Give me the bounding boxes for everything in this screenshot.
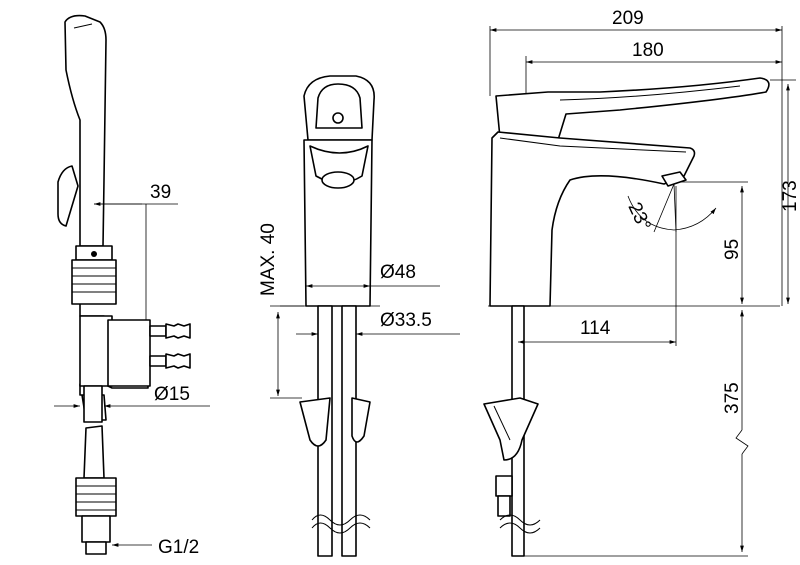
front-view: MAX. 40 Ø48 Ø33.5 <box>258 75 460 557</box>
dim-180: 180 <box>632 40 664 61</box>
side-view: 39 Ø15 G1/2 <box>54 14 210 558</box>
hose-fitting-upper <box>149 323 191 339</box>
dim-diameter-15: Ø15 <box>154 384 190 405</box>
hose-fitting-lower <box>149 353 191 369</box>
dim-thread-g1-2: G1/2 <box>158 537 199 558</box>
dim-375: 375 <box>722 382 743 414</box>
dim-173: 173 <box>780 180 800 212</box>
dim-diameter-33-5: Ø33.5 <box>380 310 432 331</box>
dim-max-40: MAX. 40 <box>258 223 279 296</box>
profile-view: 209 180 173 95 114 23° 375 <box>483 8 800 557</box>
dim-114: 114 <box>580 318 611 339</box>
dim-95: 95 <box>722 239 743 260</box>
dim-39: 39 <box>150 182 171 203</box>
dim-209: 209 <box>612 8 644 29</box>
dim-angle-23: 23° <box>623 199 654 234</box>
dim-diameter-48: Ø48 <box>380 262 416 283</box>
